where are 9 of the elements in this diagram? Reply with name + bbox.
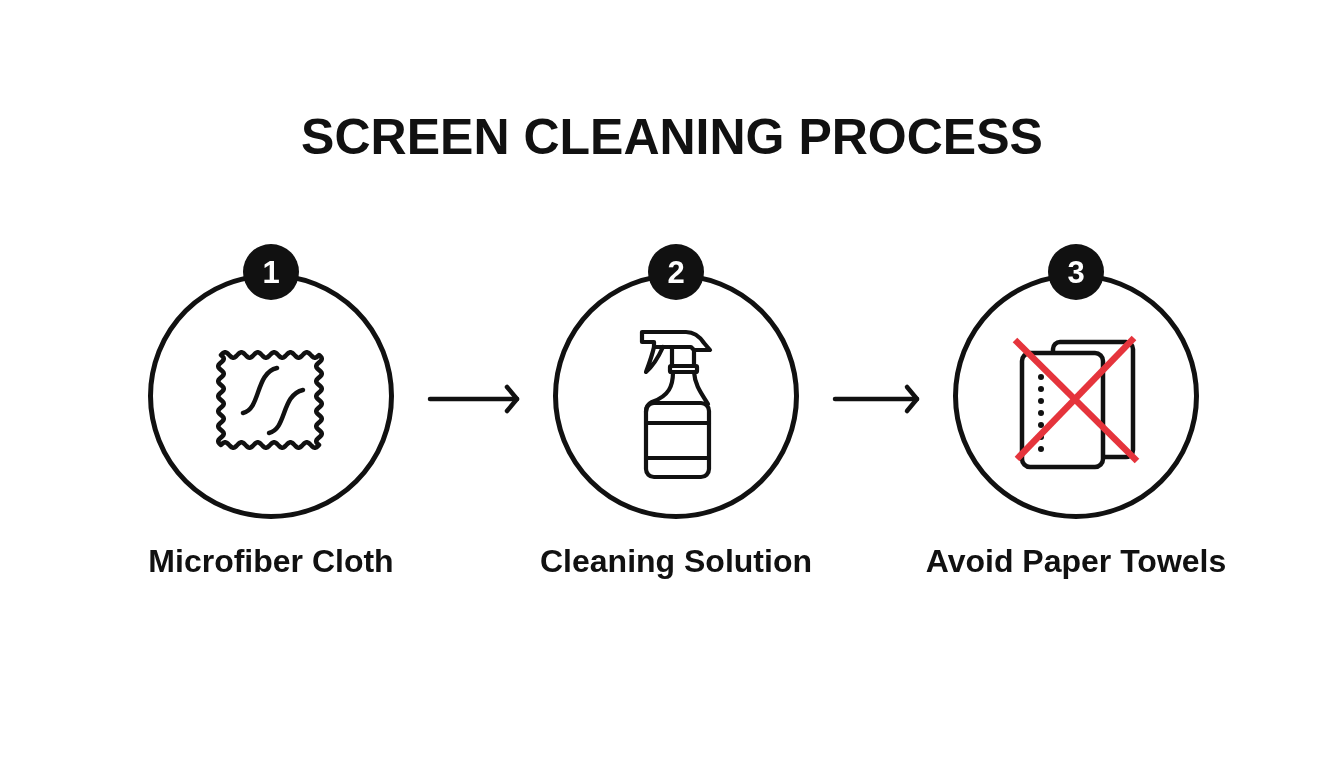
step-number: 3 [1048, 244, 1104, 300]
step-label: Cleaning Solution [540, 542, 812, 580]
step-label: Microfiber Cloth [148, 542, 394, 580]
step-number: 2 [648, 244, 704, 300]
arrow [427, 384, 520, 414]
step-number: 1 [243, 244, 299, 300]
step-label: Avoid Paper Towels [925, 542, 1227, 580]
arrow [832, 384, 920, 414]
diagram-title: SCREEN CLEANING PROCESS [301, 108, 1043, 166]
